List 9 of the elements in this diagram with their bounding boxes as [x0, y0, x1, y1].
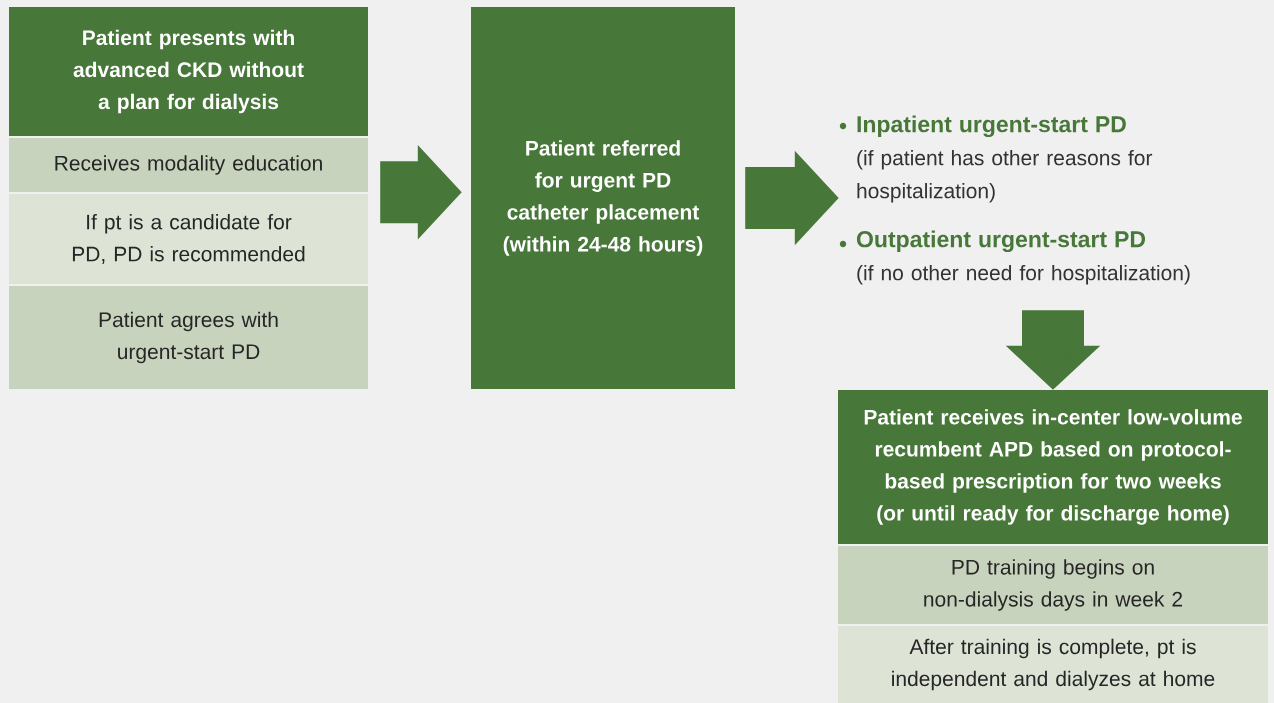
process-box: Patient presents with advanced CKD without a plan for dialysis	[9, 7, 368, 136]
process-box: Patient referred for urgent PD catheter placement (within 24-48 hours)	[471, 7, 735, 389]
step-box: If pt is a candidate for PD, PD is recommended	[9, 194, 368, 284]
option-list: Inpatient urgent-start PD (if patient has other reasons for hospitalization) Outpatient urgent-start PD (if no other need for hospitalization)	[856, 115, 1190, 285]
process-box: Patient receives in-center low-volume recumbent APD based on protocol-based prescription for two weeks (or until ready for discharge home)	[838, 390, 1268, 544]
step-box: PD training begins on non-dialysis days in week 2	[838, 546, 1268, 624]
step-box: After training is complete, pt is independent and dialyzes at home	[838, 626, 1268, 703]
step-box: Patient agrees with urgent-start PD	[9, 286, 368, 389]
step-box: Receives modality education	[9, 138, 368, 192]
